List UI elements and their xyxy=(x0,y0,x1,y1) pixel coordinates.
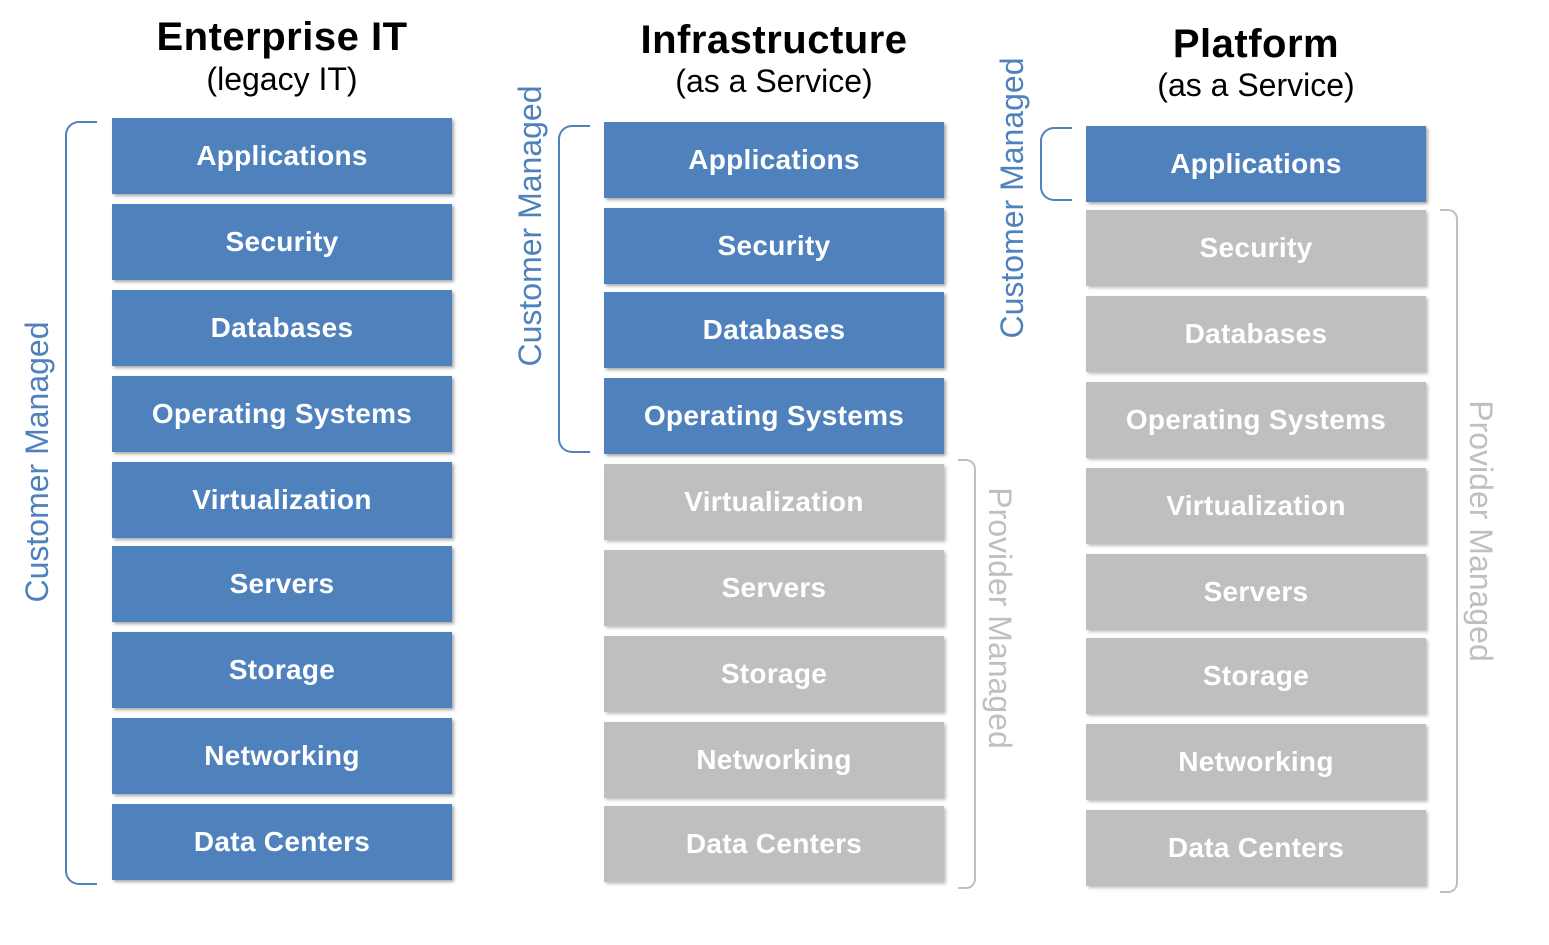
layer-networking: Networking xyxy=(604,722,944,798)
layer-virtualization: Virtualization xyxy=(1086,468,1426,544)
customer-managed-bracket xyxy=(558,125,590,453)
column-title: Infrastructure xyxy=(640,18,908,62)
layer-storage: Storage xyxy=(604,636,944,712)
layer-applications: Applications xyxy=(604,122,944,198)
layer-data-centers: Data Centers xyxy=(1086,810,1426,886)
layer-applications: Applications xyxy=(1086,126,1426,202)
layer-servers: Servers xyxy=(604,550,944,626)
layer-databases: Databases xyxy=(112,290,452,366)
column-title: Platform xyxy=(1172,22,1340,66)
column-subtitle: (as a Service) xyxy=(675,63,873,99)
customer-managed-bracket xyxy=(1040,127,1072,201)
layer-storage: Storage xyxy=(112,632,452,708)
layer-servers: Servers xyxy=(112,546,452,622)
provider-managed-label: Provider Managed xyxy=(1463,400,1499,662)
layer-virtualization: Virtualization xyxy=(112,462,452,538)
layer-applications: Applications xyxy=(112,118,452,194)
layer-databases: Databases xyxy=(604,292,944,368)
customer-managed-bracket xyxy=(65,121,97,885)
layer-operating-systems: Operating Systems xyxy=(1086,382,1426,458)
layer-operating-systems: Operating Systems xyxy=(604,378,944,454)
customer-managed-label: Customer Managed xyxy=(512,85,548,367)
layer-virtualization: Virtualization xyxy=(604,464,944,540)
layer-storage: Storage xyxy=(1086,638,1426,714)
column-title: Enterprise IT xyxy=(156,15,408,59)
layer-servers: Servers xyxy=(1086,554,1426,630)
layer-databases: Databases xyxy=(1086,296,1426,372)
layer-security: Security xyxy=(604,208,944,284)
layer-networking: Networking xyxy=(1086,724,1426,800)
provider-managed-bracket xyxy=(1440,209,1458,893)
layer-data-centers: Data Centers xyxy=(112,804,452,880)
column-subtitle: (legacy IT) xyxy=(206,61,358,97)
layer-operating-systems: Operating Systems xyxy=(112,376,452,452)
provider-managed-bracket xyxy=(958,459,976,889)
layer-networking: Networking xyxy=(112,718,452,794)
layer-security: Security xyxy=(112,204,452,280)
layer-data-centers: Data Centers xyxy=(604,806,944,882)
layer-security: Security xyxy=(1086,210,1426,286)
customer-managed-label: Customer Managed xyxy=(994,57,1030,339)
provider-managed-label: Provider Managed xyxy=(982,487,1018,749)
customer-managed-label: Customer Managed xyxy=(19,321,55,603)
column-subtitle: (as a Service) xyxy=(1157,67,1355,103)
